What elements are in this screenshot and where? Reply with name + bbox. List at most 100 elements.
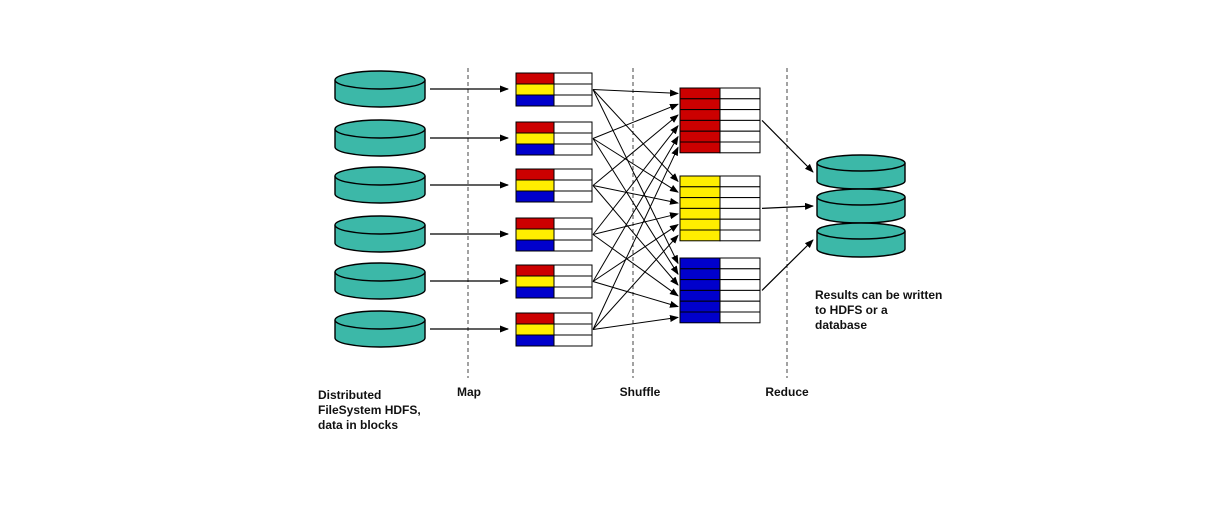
group-key-cell: [679, 98, 721, 111]
map-value-cell: [553, 168, 593, 181]
shuffle-line: [592, 146, 679, 330]
map-output-block: [515, 168, 593, 203]
map-output-block: [515, 264, 593, 299]
map-key-cell: [515, 83, 555, 96]
shuffle-line: [592, 138, 679, 193]
group-value-cell: [719, 197, 761, 209]
hdfs-caption-line: Distributed: [318, 388, 382, 402]
map-value-cell: [553, 179, 593, 192]
group-value-cell: [719, 98, 761, 111]
group-value-cell: [719, 141, 761, 154]
hdfs-caption: Distributed FileSystem HDFS, data in blo…: [318, 388, 448, 433]
group-value-cell: [719, 268, 761, 281]
group-value-cell: [719, 207, 761, 220]
shuffle-line: [592, 234, 679, 330]
map-key-cell: [515, 217, 555, 230]
group-key-cell: [679, 141, 721, 154]
map-phase-label: Map: [457, 385, 481, 399]
group-value-cell: [719, 130, 761, 143]
hdfs-input-cylinder: [334, 119, 426, 157]
shuffle-line: [592, 89, 679, 183]
map-key-cell: [515, 168, 555, 181]
group-block-red: [679, 87, 761, 154]
map-key-cell: [515, 121, 555, 134]
group-key-cell: [679, 109, 721, 121]
map-key-cell: [515, 323, 555, 336]
map-key-cell: [515, 264, 555, 277]
shuffle-line: [592, 89, 679, 97]
map-value-cell: [553, 94, 593, 107]
reduce-arrow: [761, 239, 814, 291]
shuffle-line: [592, 185, 679, 205]
map-value-cell: [553, 121, 593, 134]
group-key-cell: [679, 186, 721, 199]
group-key-cell: [679, 311, 721, 324]
map-output-block: [515, 217, 593, 252]
group-value-cell: [719, 311, 761, 324]
shuffle-phase-label: Shuffle: [619, 385, 661, 399]
group-key-cell: [679, 229, 721, 242]
map-key-cell: [515, 286, 555, 299]
group-value-cell: [719, 87, 761, 100]
reduce-phase-label: Reduce: [765, 385, 809, 399]
results-caption: Results can be written to HDFS or a data…: [815, 288, 960, 333]
map-value-cell: [553, 143, 593, 156]
map-output-block: [515, 121, 593, 156]
map-value-cell: [553, 132, 593, 145]
group-key-cell: [679, 130, 721, 143]
hdfs-input-cylinder: [334, 215, 426, 253]
shuffle-line: [592, 281, 679, 308]
map-key-cell: [515, 190, 555, 203]
group-value-cell: [719, 175, 761, 188]
hdfs-input-cylinder: [334, 310, 426, 348]
map-value-cell: [553, 228, 593, 241]
map-value-cell: [553, 83, 593, 96]
map-value-cell: [553, 312, 593, 325]
hdfs-output-cylinder: [816, 188, 906, 224]
group-key-cell: [679, 207, 721, 220]
map-value-cell: [553, 239, 593, 252]
group-key-cell: [679, 119, 721, 132]
map-key-cell: [515, 239, 555, 252]
group-key-cell: [679, 175, 721, 188]
shuffle-line: [592, 224, 679, 282]
hdfs-input-cylinder: [334, 70, 426, 108]
shuffle-line: [592, 103, 679, 139]
map-output-block: [515, 72, 593, 107]
map-key-cell: [515, 143, 555, 156]
group-key-cell: [679, 289, 721, 302]
group-block-yellow: [679, 175, 761, 242]
group-value-cell: [719, 186, 761, 199]
group-value-cell: [719, 119, 761, 132]
shuffle-line: [592, 212, 679, 235]
map-key-cell: [515, 94, 555, 107]
map-key-cell: [515, 275, 555, 288]
hdfs-caption-line: FileSystem HDFS,: [318, 403, 421, 417]
group-key-cell: [679, 87, 721, 100]
shuffle-line: [592, 135, 679, 282]
reduce-arrow: [761, 202, 814, 210]
shuffle-line: [592, 315, 679, 330]
map-value-cell: [553, 190, 593, 203]
shuffle-line: [592, 185, 679, 286]
map-value-cell: [553, 72, 593, 85]
hdfs-output-cylinder: [816, 222, 906, 258]
shuffle-line: [592, 234, 679, 297]
group-key-cell: [679, 257, 721, 270]
map-value-cell: [553, 334, 593, 347]
map-value-cell: [553, 264, 593, 277]
hdfs-caption-line: data in blocks: [318, 418, 399, 432]
group-value-cell: [719, 257, 761, 270]
group-value-cell: [719, 229, 761, 242]
map-value-cell: [553, 286, 593, 299]
group-block-blue: [679, 257, 761, 324]
map-key-cell: [515, 72, 555, 85]
map-value-cell: [553, 217, 593, 230]
map-output-block: [515, 312, 593, 347]
group-value-cell: [719, 300, 761, 313]
group-key-cell: [679, 197, 721, 209]
results-caption-line: Results can be written: [815, 288, 943, 302]
map-value-cell: [553, 275, 593, 288]
shuffle-line: [592, 114, 679, 186]
